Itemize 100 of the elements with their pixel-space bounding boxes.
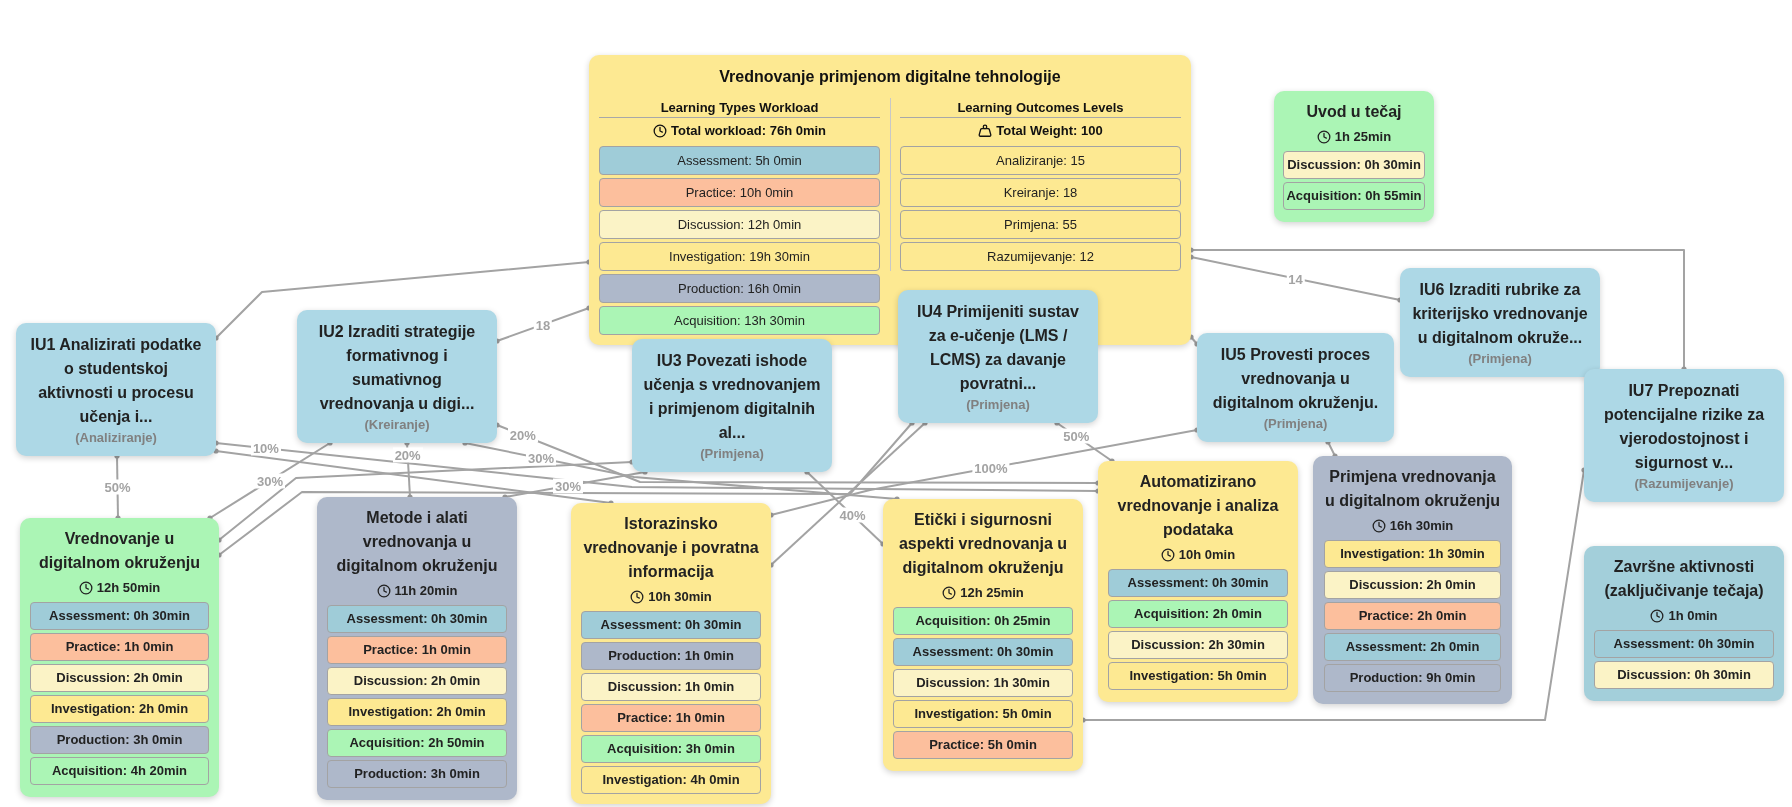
activity-row: Acquisition: 3h 0min [581,735,761,763]
duration-text: 11h 20min [394,582,458,601]
outcome-title: IU7 Prepoznati potencijalne rizike za vjerodostojnost i sigurnost v... [1602,381,1766,473]
activity-row: Acquisition: 2h 50min [327,729,507,757]
level-label: (Razumijevanje) [1633,475,1735,493]
activity-row: Practice: 2h 0min [1324,602,1501,630]
outcome-card [1197,333,1394,442]
connector [462,440,900,502]
activity-row: Discussion: 1h 30min [893,669,1073,697]
activity-row: Discussion: 2h 0min [327,667,507,695]
level-label: (Analiziranje) [74,429,158,447]
edge-label: 18 [533,317,553,332]
outcome-title: IU3 Povezati ishode učenja s vrednovanjem i primjenom digitalnih al... [643,351,821,443]
summary-card [589,55,1191,345]
level-row: Razumijevanje: 12 [900,242,1181,271]
edge-label: 20% [507,427,538,443]
activity-row: Assessment: 2h 0min [1324,633,1501,661]
column-header: Learning Types Workload [599,98,880,118]
edge-label: 50% [1061,428,1092,444]
unit-card [20,518,219,797]
activity-row: Production: 3h 0min [30,726,209,754]
activity-row: Assessment: 0h 30min [1108,569,1288,597]
edge-label: 100% [972,460,1010,476]
unit-card [1098,461,1298,702]
activity-row: Discussion: 2h 0min [1324,571,1501,599]
workload-row: Practice: 10h 0min [599,178,880,207]
edge-label: 20% [392,447,423,463]
activity-row: Assessment: 0h 30min [893,638,1073,666]
activity-row: Assessment: 0h 30min [1594,630,1774,658]
unit-title: Vrednovanje u digitalnom okruženju [38,529,201,573]
activity-row: Discussion: 1h 0min [581,673,761,701]
outcome-card [297,310,497,443]
outcome-card [1584,369,1784,502]
activity-row: Investigation: 2h 0min [30,695,209,723]
level-label: (Kreiranje) [363,416,431,434]
edge-label: 30% [553,478,583,494]
outcome-title: IU2 Izraditi strategije formativnog i sumativnog vrednovanja u digi... [317,322,477,414]
activity-row: Discussion: 2h 30min [1108,631,1288,659]
activity-row: Acquisition: 0h 55min [1283,182,1425,210]
edge-label: 50% [102,479,133,495]
outcome-title: IU1 Analizirati podatke o studentskoj aktivnosti u procesu učenja i... [29,335,203,427]
outcome-title: IU4 Primijeniti sustav za e-učenje (LMS / LCMS) za davanje povratni... [916,302,1080,394]
workload-row: Production: 16h 0min [599,274,880,303]
activity-row: Acquisition: 2h 0min [1108,600,1288,628]
outcome-title: IU6 Izraditi rubrike za kriterijsko vrednovanje u digitalnom okruže... [1411,280,1589,348]
activity-row: Discussion: 0h 30min [1283,151,1425,179]
activity-row: Production: 9h 0min [1324,664,1501,692]
level-label: (Primjena) [1467,350,1533,368]
level-label: (Primjena) [965,396,1031,414]
unit-card [1274,91,1434,222]
activity-row: Investigation: 5h 0min [893,700,1073,728]
total-text: Total Weight: 100 [996,122,1103,141]
activity-row: Investigation: 1h 30min [1324,540,1501,568]
level-row: Kreiranje: 18 [900,178,1181,207]
duration-text: 10h 0min [1178,546,1236,565]
unit-card [883,499,1083,771]
column-header: Learning Outcomes Levels [900,98,1181,118]
connector [213,448,614,506]
unit-title: Primjena vrednovanja u digitalnom okruženju [1324,467,1501,511]
activity-row: Production: 3h 0min [327,760,507,788]
edge-label: 30% [255,473,285,488]
level-label: (Primjena) [699,445,765,463]
duration-text: 10h 30min [648,588,712,607]
edge-label: 40% [837,507,868,523]
unit-title: Završne aktivnosti (zaključivanje tečaja) [1603,557,1765,601]
total-text: Total workload: 76h 0min [670,122,827,141]
activity-row: Investigation: 2h 0min [327,698,507,726]
duration-text: 12h 25min [960,584,1024,603]
activity-row: Assessment: 0h 30min [327,605,507,633]
connector [1325,439,1338,459]
outcome-title: IU5 Provesti proces vrednovanja u digitalnom okruženju. [1211,345,1380,413]
unit-card [1313,456,1512,704]
duration-text: 1h 25min [1334,128,1392,147]
unit-card [1584,546,1784,701]
unit-title: Metode i alati vrednovanja u digitalnom okruženju [335,508,499,576]
duration-text: 1h 0min [1668,607,1718,626]
unit-title: Etički i sigurnosni aspekti vrednovanja u digitalnom okruženju [897,510,1069,578]
unit-title: Istorazinsko vrednovanje i povratna informacija [582,514,760,582]
unit-card [317,497,517,800]
activity-row: Acquisition: 4h 20min [30,757,209,785]
activity-row: Investigation: 4h 0min [581,766,761,794]
duration-text: 12h 50min [96,579,161,598]
activity-row: Discussion: 0h 30min [1594,661,1774,689]
activity-row: Assessment: 0h 30min [581,611,761,639]
level-label: (Primjena) [1262,415,1329,433]
activity-row: Assessment: 0h 30min [30,602,209,630]
workload-row: Acquisition: 13h 30min [599,306,880,335]
level-row: Analiziranje: 15 [900,146,1181,175]
unit-card [571,503,771,804]
unit-title: Uvod u tečaj [1305,102,1403,122]
activity-row: Practice: 1h 0min [581,704,761,732]
activity-row: Practice: 5h 0min [893,731,1073,759]
activity-row: Discussion: 2h 0min [30,664,209,692]
outcome-card [898,290,1098,423]
activity-row: Investigation: 5h 0min [1108,662,1288,690]
card-title: Vrednovanje primjenom digitalne tehnologije [718,67,1062,87]
unit-title: Automatizirano vrednovanje i analiza podataka [1116,472,1280,540]
activity-row: Acquisition: 0h 25min [893,607,1073,635]
duration-text: 16h 30min [1389,517,1454,536]
workload-row: Investigation: 19h 30min [599,242,880,271]
